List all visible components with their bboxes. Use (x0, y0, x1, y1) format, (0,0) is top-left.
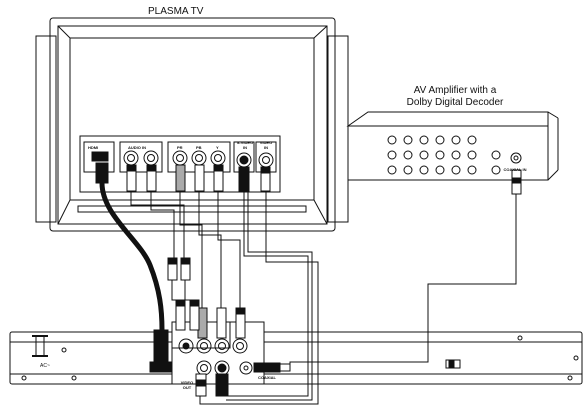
audio-in-label: AUDIO IN (128, 145, 146, 150)
hdmi-port (91, 151, 109, 162)
player-coaxial-jack (239, 361, 253, 375)
coaxial-in-label: COAXIAL IN (503, 167, 527, 172)
coaxial-in-jack (510, 152, 522, 164)
tv-stand-base (77, 205, 307, 213)
amplifier-front (347, 125, 549, 181)
tv-inner-frame (57, 25, 328, 225)
pr-label: PR (177, 145, 183, 150)
plasma-tv (35, 17, 349, 232)
tv-title: PLASMA TV (148, 6, 204, 17)
amplifier-label-line2: Dolby Digital Decoder (406, 97, 504, 108)
amplifier-jacks (387, 135, 522, 175)
amplifier-label-line1: AV Amplifier with a (413, 85, 497, 96)
ac-label: AC~ (40, 363, 50, 369)
hdmi-cable (99, 182, 165, 331)
coaxial-cable (289, 169, 522, 370)
tv-side-panel-left (35, 35, 57, 223)
player-plugs (149, 299, 291, 397)
tv-side-panel-right (327, 35, 349, 223)
audio-cable (130, 191, 194, 301)
amplifier-top (346, 111, 549, 127)
pb-label: PB (196, 145, 202, 150)
hdmi-plug (95, 162, 109, 184)
audio-in-block (119, 141, 163, 173)
hdmi-port-label: HDMI (88, 145, 99, 150)
dvd-player (9, 321, 583, 385)
video-cable (199, 191, 319, 405)
player-hdmi-plug (153, 329, 169, 365)
coaxial-label: COAXIAL (258, 375, 276, 380)
component-cables (179, 191, 241, 308)
video-in-label: VIDEO IN (259, 140, 273, 150)
tv-screen (69, 37, 315, 201)
player-switch (445, 359, 461, 369)
tv-outer-frame (49, 17, 336, 232)
s-video-cable (222, 191, 313, 401)
y-label: Y (216, 145, 219, 150)
player-body (9, 331, 583, 385)
ac-inlet (35, 335, 45, 357)
s-video-in-label: S-VIDEO IN (236, 140, 254, 150)
av-amplifier (346, 111, 559, 181)
video-out-label: VIDEO OUT (180, 380, 194, 390)
